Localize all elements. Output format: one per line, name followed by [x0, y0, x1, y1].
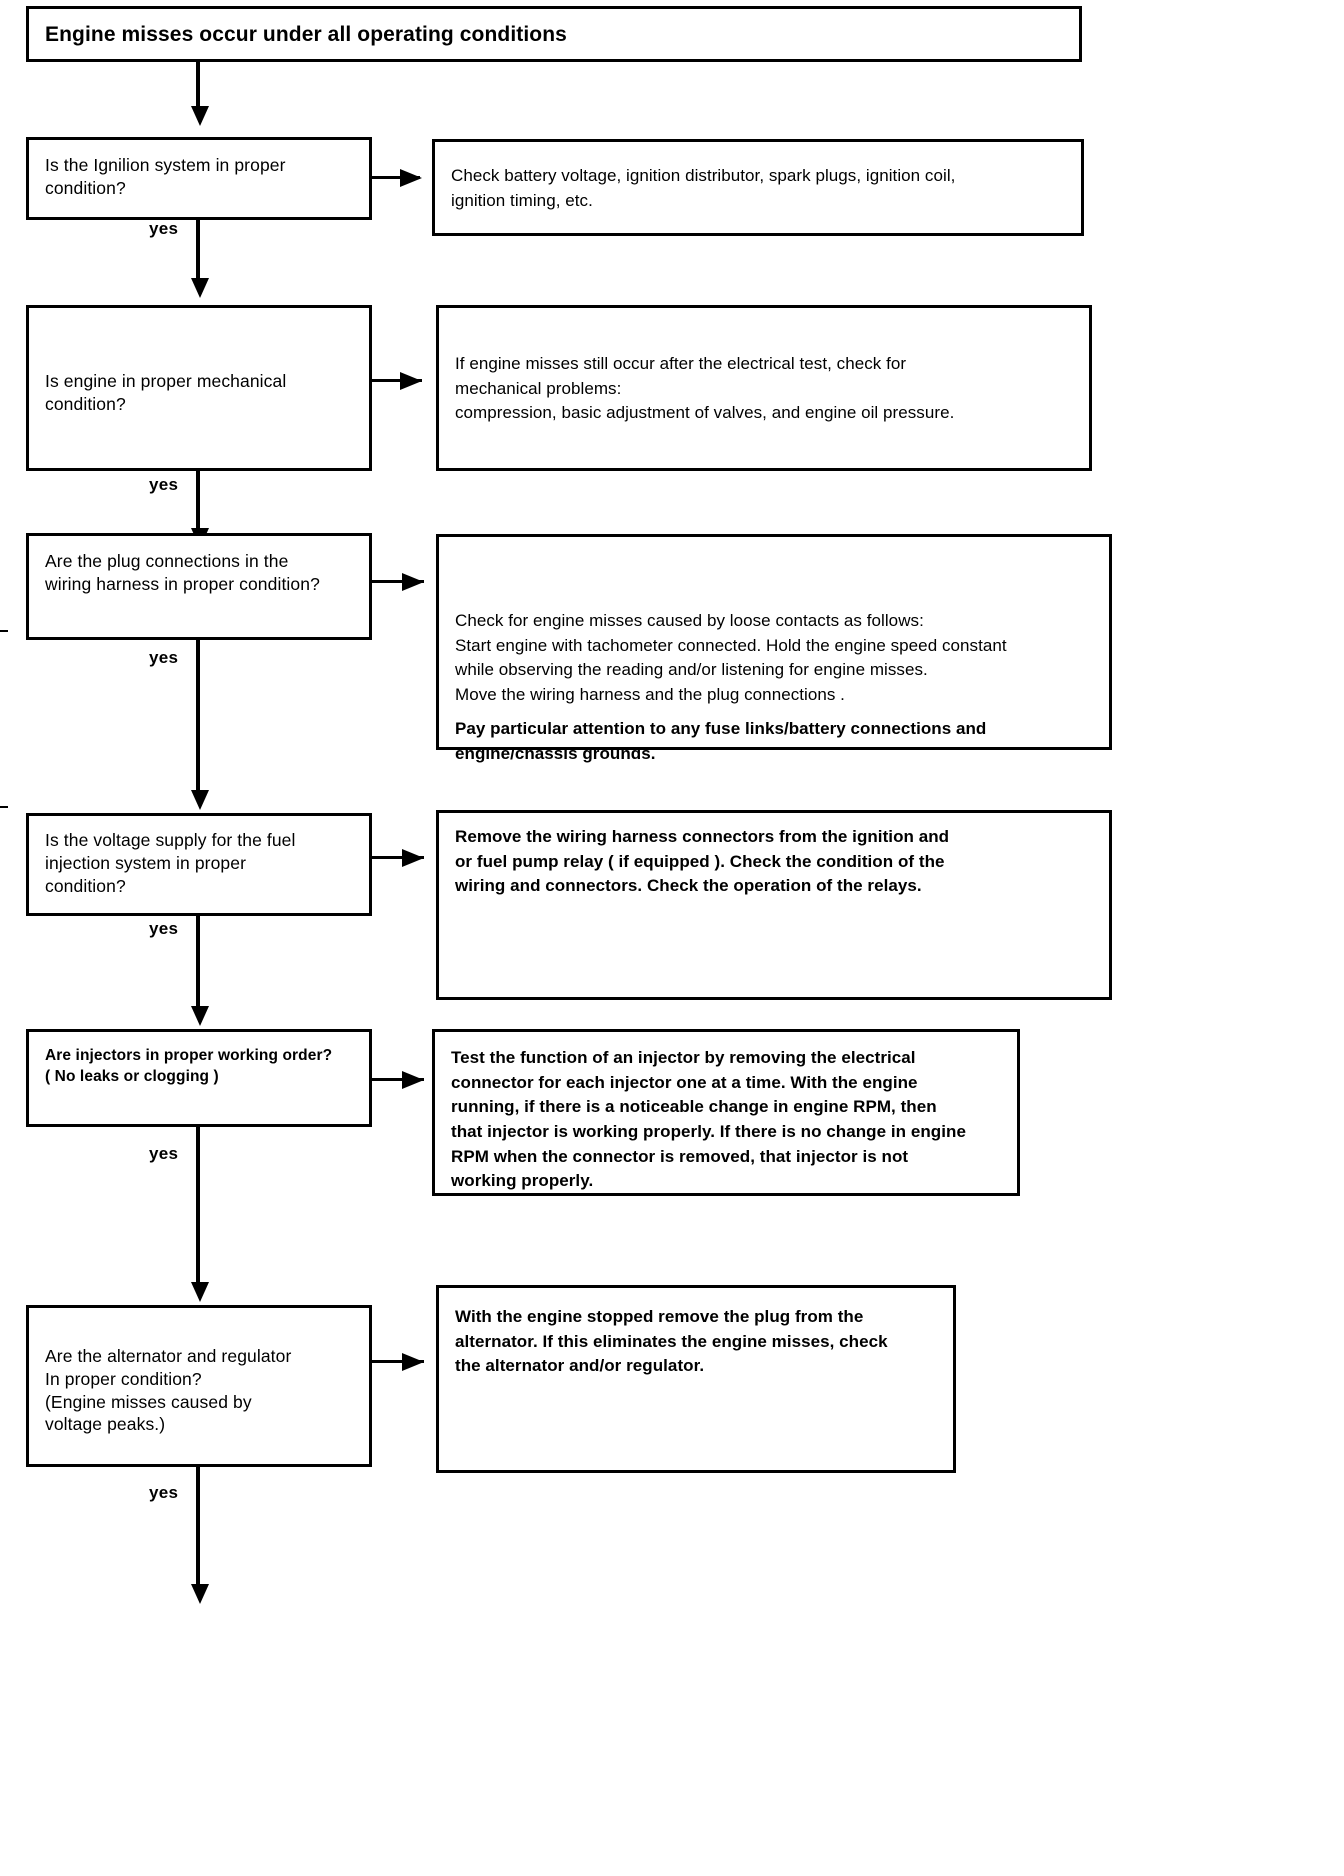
yes-label-step3: yes	[149, 648, 179, 667]
yes-label-step2: yes	[149, 475, 179, 494]
arrow-step1-to-answer1	[400, 169, 422, 187]
connector-step4-to-answer4	[372, 856, 424, 859]
arrow-step4-to-answer4	[402, 849, 424, 867]
question-box-plug-connections[interactable]: Are the plug connections in the wiring h…	[26, 533, 372, 640]
yes-label-step1: yes	[149, 219, 179, 238]
connector-title-to-step1	[196, 62, 200, 110]
answer-text-emphasis: Pay particular attention to any fuse lin…	[455, 719, 987, 763]
connector-step3-to-answer3	[372, 580, 424, 583]
yes-label-step5: yes	[149, 1144, 179, 1163]
arrow-step1-yes	[191, 278, 209, 298]
answer-text: Test the function of an injector by remo…	[451, 1048, 966, 1191]
page-margin-tick-left-1	[0, 630, 8, 632]
question-box-injectors[interactable]: Are injectors in proper working order? (…	[26, 1029, 372, 1127]
arrow-title-to-step1	[191, 106, 209, 126]
answer-text: Remove the wiring harness connectors fro…	[455, 827, 950, 896]
answer-box-injectors: Test the function of an injector by remo…	[432, 1029, 1020, 1196]
question-text: Is engine in proper mechanical condition…	[45, 371, 287, 414]
question-text: Are the alternator and regulator In prop…	[45, 1346, 292, 1435]
question-text: Are the plug connections in the wiring h…	[45, 551, 320, 594]
arrow-step4-yes	[191, 1006, 209, 1026]
connector-step6-yes	[196, 1467, 200, 1589]
answer-box-alternator-regulator: With the engine stopped remove the plug …	[436, 1285, 956, 1473]
connector-step3-yes	[196, 640, 200, 795]
question-text: Is the Ignilion system in proper conditi…	[45, 155, 286, 198]
answer-text: If engine misses still occur after the e…	[455, 354, 955, 423]
connector-step1-to-answer1	[372, 176, 420, 179]
page-title: Engine misses occur under all operating …	[45, 23, 567, 46]
page-margin-tick-left-2	[0, 806, 8, 808]
arrow-step5-yes	[191, 1282, 209, 1302]
answer-text: Check battery voltage, ignition distribu…	[451, 166, 956, 210]
question-box-alternator-regulator[interactable]: Are the alternator and regulator In prop…	[26, 1305, 372, 1467]
arrow-step6-to-answer6	[402, 1353, 424, 1371]
answer-text: Check for engine misses caused by loose …	[455, 611, 1007, 704]
yes-label-step6: yes	[149, 1483, 179, 1502]
arrow-step3-to-answer3	[402, 573, 424, 591]
connector-step4-yes	[196, 916, 200, 1011]
question-box-ignition-system[interactable]: Is the Ignilion system in proper conditi…	[26, 137, 372, 220]
answer-box-engine-mechanical: If engine misses still occur after the e…	[436, 305, 1092, 471]
yes-label-step4: yes	[149, 919, 179, 938]
question-box-engine-mechanical[interactable]: Is engine in proper mechanical condition…	[26, 305, 372, 471]
question-text: Are injectors in proper working order? (…	[45, 1047, 333, 1085]
answer-text: With the engine stopped remove the plug …	[455, 1307, 888, 1376]
question-box-voltage-supply[interactable]: Is the voltage supply for the fuel injec…	[26, 813, 372, 916]
arrow-step3-yes	[191, 790, 209, 810]
question-text: Is the voltage supply for the fuel injec…	[45, 830, 296, 896]
answer-box-ignition-system: Check battery voltage, ignition distribu…	[432, 139, 1084, 236]
arrow-step2-to-answer2	[400, 372, 422, 390]
connector-step1-yes	[196, 220, 200, 282]
arrow-step5-to-answer5	[402, 1071, 424, 1089]
connector-step2-yes	[196, 471, 200, 533]
answer-box-plug-connections: Check for engine misses caused by loose …	[436, 534, 1112, 763]
connector-step5-to-answer5	[372, 1078, 424, 1081]
connector-step6-to-answer6	[372, 1360, 424, 1363]
connector-step5-yes	[196, 1127, 200, 1287]
connector-step2-to-answer2	[372, 379, 422, 382]
arrow-step6-yes	[191, 1584, 209, 1604]
flowchart-title-box: Engine misses occur under all operating …	[26, 6, 1082, 62]
answer-box-voltage-supply: Remove the wiring harness connectors fro…	[436, 810, 1112, 1000]
